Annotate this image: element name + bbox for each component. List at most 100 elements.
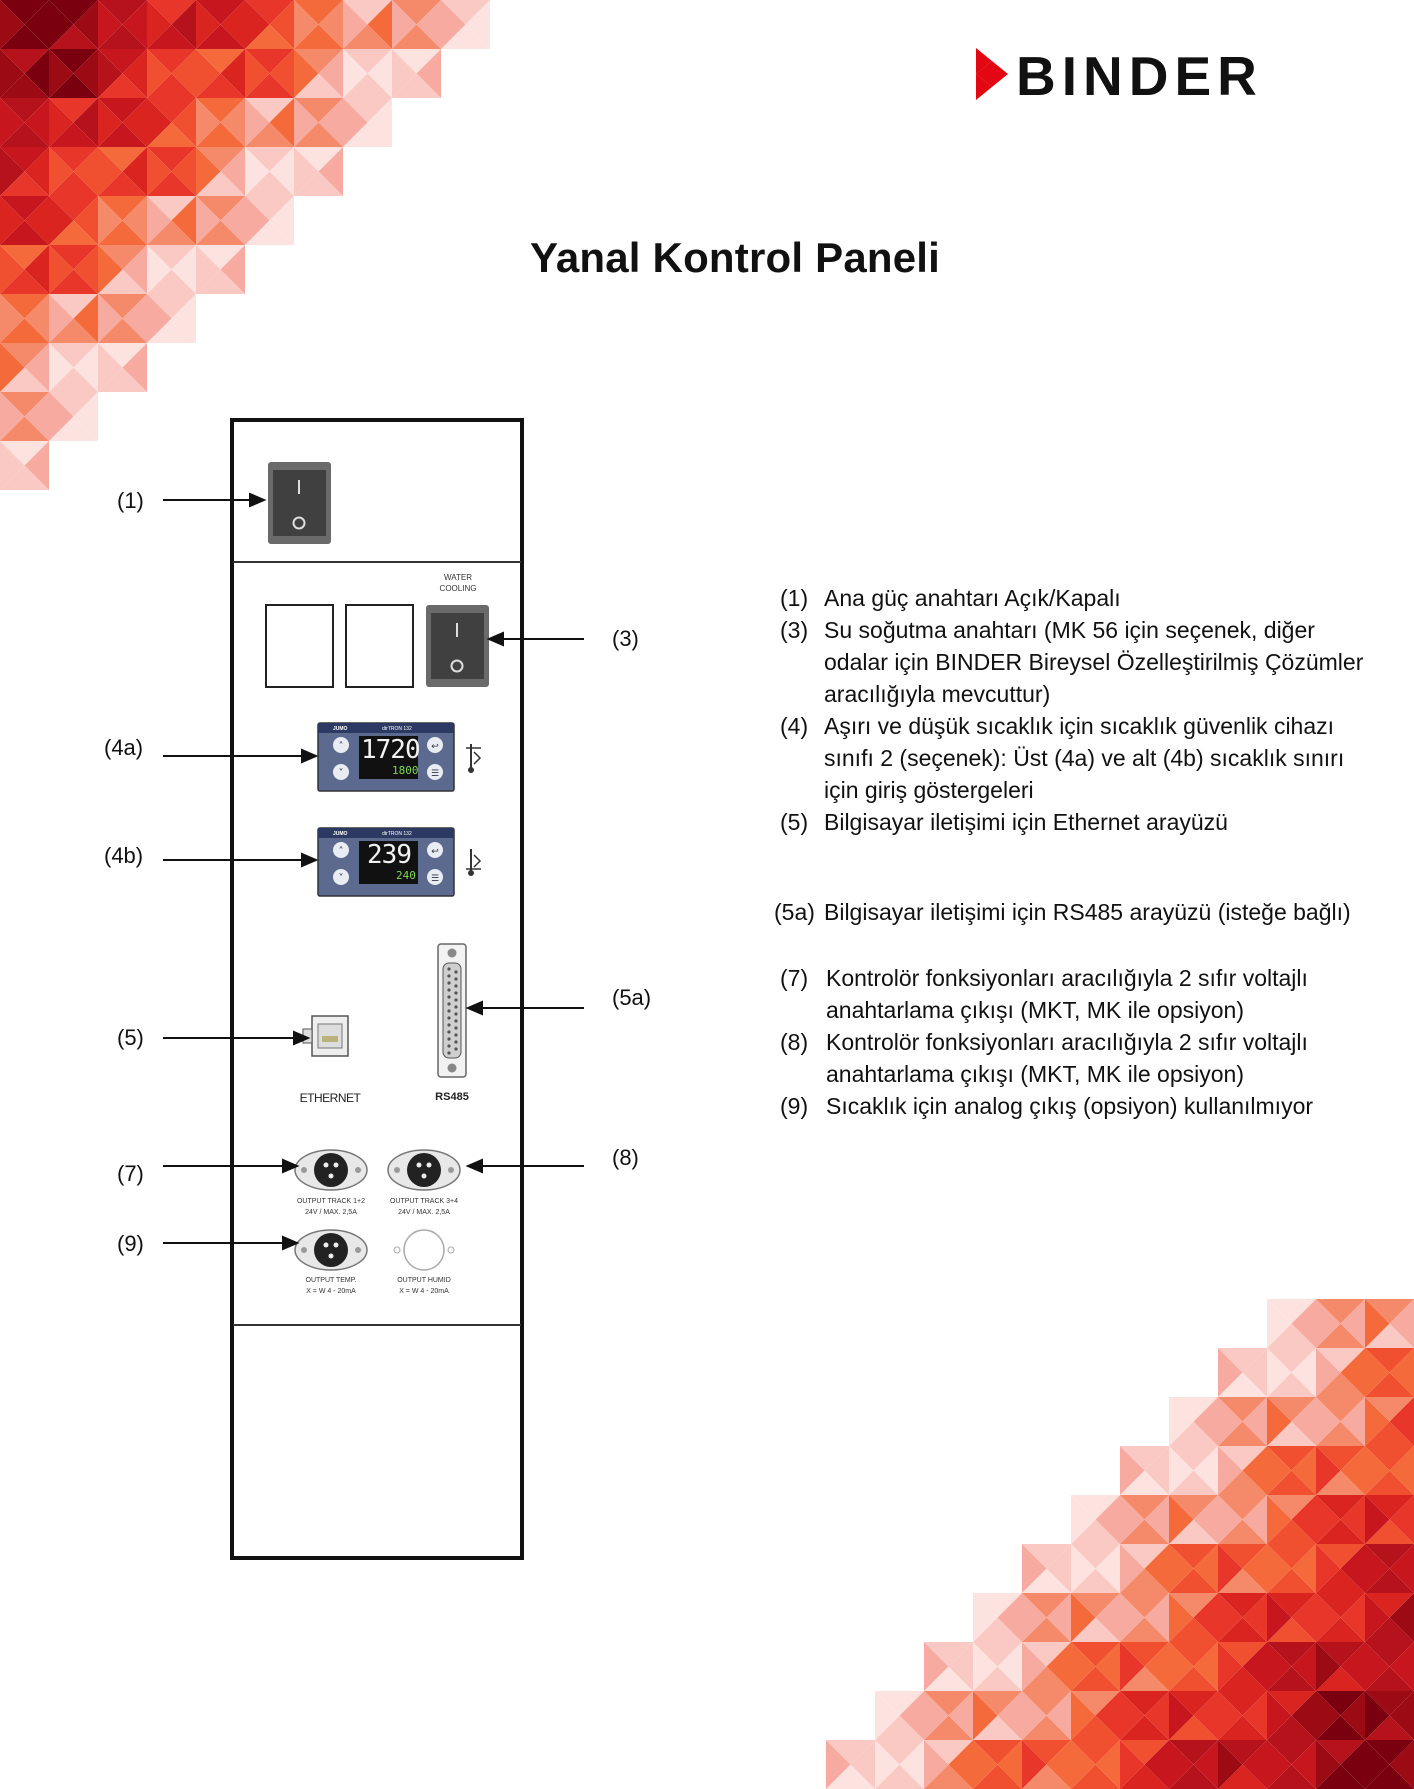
triangle-tile [1169, 1446, 1194, 1495]
triangle-tile [245, 49, 270, 98]
triangle-tile [196, 220, 245, 245]
temperature-limit-controller-lower[interactable]: ˄ ˅ ↩ ☰ [317, 827, 455, 897]
triangle-tile [367, 49, 392, 98]
legend-number: (8) [780, 1029, 809, 1055]
legend-text: Kontrolör fonksiyonları aracılığıyla 2 s… [826, 1029, 1308, 1087]
triangle-tile [1316, 1519, 1365, 1544]
triangle-tile [1218, 1446, 1267, 1471]
triangle-tile [948, 1691, 973, 1740]
triangle-tile [98, 24, 147, 49]
triangle-tile [49, 122, 98, 147]
triangle-tile [1316, 1691, 1365, 1716]
svg-text:˄: ˄ [339, 740, 344, 752]
triangle-tile [1316, 1544, 1341, 1593]
ethernet-port[interactable] [302, 1015, 349, 1057]
triangle-tile [196, 196, 221, 245]
triangle-tile [1291, 1740, 1316, 1789]
triangle-tile [1316, 1348, 1365, 1373]
triangle-tile [1365, 1593, 1390, 1642]
triangle-tile [1218, 1593, 1267, 1618]
triangle-tile [392, 49, 417, 98]
triangle-tile [1120, 1593, 1169, 1618]
water-cooling-switch[interactable] [426, 605, 489, 687]
rs485-port[interactable] [437, 943, 467, 1078]
connector-pin [447, 1030, 451, 1034]
triangle-tile [1218, 1642, 1267, 1667]
triangle-tile [875, 1764, 924, 1789]
triangle-tile [1120, 1544, 1169, 1569]
triangle-tile [1169, 1691, 1218, 1716]
triangle-tile [1193, 1691, 1218, 1740]
triangle-tile [147, 49, 172, 98]
triangle-tile [899, 1740, 924, 1789]
triangle-tile [245, 122, 294, 147]
triangle-tile [122, 245, 147, 294]
triangle-tile [245, 49, 294, 74]
triangle-tile [1316, 1593, 1341, 1642]
triangle-tile [0, 441, 49, 466]
triangle-tile [1046, 1740, 1071, 1789]
triangle-tile [1242, 1544, 1267, 1593]
triangle-tile [1340, 1299, 1365, 1348]
triangle-tile [98, 196, 147, 221]
triangle-tile [1071, 1495, 1096, 1544]
triangle-tile [1267, 1348, 1316, 1373]
callout-1: (1) [117, 488, 144, 513]
triangle-tile [98, 245, 123, 294]
triangle-tile [1169, 1495, 1218, 1520]
triangle-tile [24, 441, 49, 490]
triangle-tile [1144, 1593, 1169, 1642]
main-power-switch[interactable] [268, 462, 331, 544]
triangle-tile [98, 245, 147, 270]
triangle-tile [98, 269, 147, 294]
triangle-tile [147, 49, 196, 74]
triangle-tile [98, 49, 123, 98]
triangle-tile [49, 318, 98, 343]
triangle-tile [1267, 1299, 1292, 1348]
triangle-tile [196, 0, 221, 49]
triangle-tile [343, 98, 392, 123]
triangle-tile [98, 0, 147, 25]
triangle-tile [1169, 1519, 1218, 1544]
triangle-tile [367, 98, 392, 147]
triangle-tile [1071, 1568, 1120, 1593]
triangle-tile [245, 196, 294, 221]
triangle-tile [973, 1764, 1022, 1789]
triangle-tile [122, 343, 147, 392]
triangle-tile [196, 147, 245, 172]
triangle-tile [269, 196, 294, 245]
output-temp-socket[interactable] [294, 1229, 368, 1271]
triangle-tile [1071, 1740, 1120, 1765]
triangle-tile [24, 0, 49, 49]
triangle-tile [1242, 1446, 1267, 1495]
triangle-tile [269, 98, 294, 147]
output-track-3-4-socket[interactable] [387, 1149, 461, 1191]
triangle-tile [1267, 1740, 1316, 1765]
triangle-tile [1365, 1642, 1390, 1691]
triangle-tile [1022, 1764, 1071, 1789]
triangle-tile [0, 245, 49, 270]
temperature-limit-controller-upper[interactable]: ˄ ˅ ↩ ☰ [317, 722, 455, 792]
triangle-tile [1365, 1617, 1414, 1642]
triangle-tile [1022, 1715, 1071, 1740]
triangle-tile [0, 441, 25, 490]
triangle-tile [850, 1740, 875, 1789]
triangle-tile [1267, 1642, 1292, 1691]
triangle-tile [1218, 1666, 1267, 1691]
legend-text: Ana güç anahtarı Açık/Kapalı [824, 585, 1121, 611]
triangle-tile [73, 245, 98, 294]
triangle-tile [416, 49, 441, 98]
triangle-tile [1267, 1764, 1316, 1789]
triangle-tile [1120, 1666, 1169, 1691]
triangle-tile [98, 98, 147, 123]
triangle-tile [1193, 1544, 1218, 1593]
triangle-tile [1365, 1299, 1390, 1348]
triangle-tile [1316, 1764, 1365, 1789]
triangle-tile [196, 196, 245, 221]
triangle-tile [1218, 1495, 1267, 1520]
triangle-tile [1193, 1642, 1218, 1691]
triangle-tile [147, 294, 172, 343]
output-track-1-2-socket[interactable] [294, 1149, 368, 1191]
triangle-tile [98, 294, 123, 343]
legend-number: (4) [780, 713, 809, 739]
